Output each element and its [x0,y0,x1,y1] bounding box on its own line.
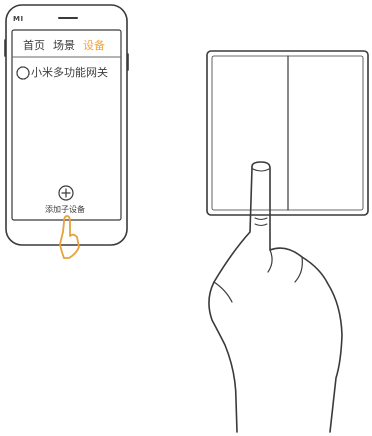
phone-brand-logo: MI [13,15,24,23]
hand-pointer-icon [60,216,79,258]
hand-press-icon [209,162,342,432]
wall-switch [207,51,368,215]
gateway-icon [17,67,29,79]
tab-home[interactable]: 首页 [23,40,45,52]
device-item-label[interactable]: 小米多功能网关 [31,67,108,79]
tab-device[interactable]: 设备 [83,40,105,52]
tab-scene[interactable]: 场景 [53,40,75,52]
plus-circle-icon [59,186,73,200]
add-subdevice-button[interactable]: 添加子设备 [45,205,85,214]
